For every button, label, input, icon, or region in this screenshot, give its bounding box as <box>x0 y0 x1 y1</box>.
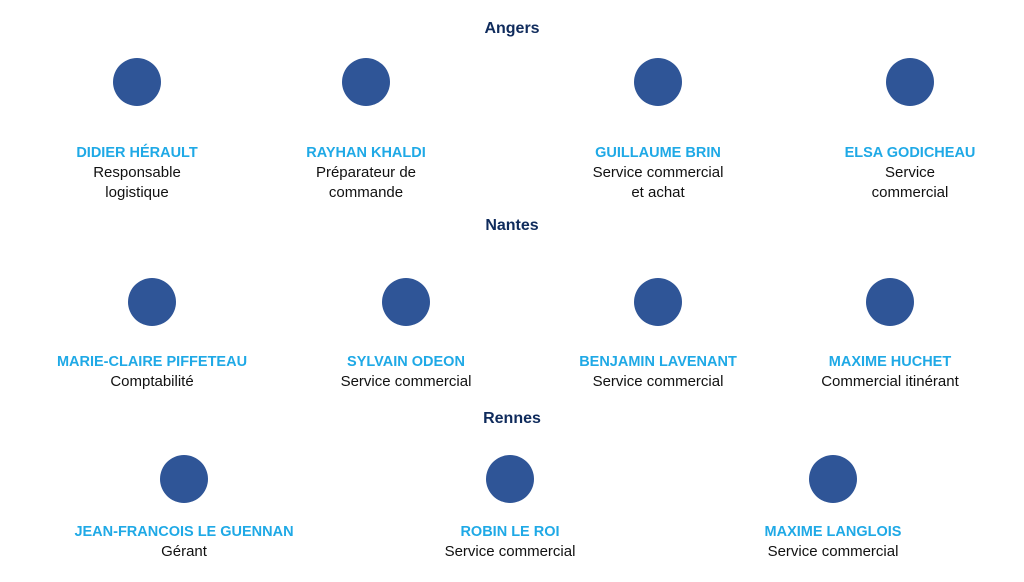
person-name: MAXIME LANGLOIS <box>764 524 902 540</box>
avatar <box>128 278 176 326</box>
person-card-rayhan-khaldi: RAYHAN KHALDI Préparateur de commande <box>246 58 486 203</box>
person-name: DIDIER HÉRAULT <box>76 145 198 161</box>
person-name: SYLVAIN ODEON <box>347 354 465 370</box>
person-card-jean-francois-le-guennan: JEAN-FRANCOIS LE GUENNAN Gérant <box>64 455 304 562</box>
person-role: Service commercial <box>444 543 576 560</box>
person-name: MARIE-CLAIRE PIFFETEAU <box>56 354 248 370</box>
person-role: Service commercial et achat <box>538 163 778 203</box>
person-role-line: et achat <box>631 184 685 201</box>
avatar <box>382 278 430 326</box>
person-card-maxime-langlois: MAXIME LANGLOIS Service commercial <box>713 455 953 562</box>
person-role-line: commercial <box>871 184 949 201</box>
person-role-line: logistique <box>105 184 169 201</box>
person-card-elsa-godicheau: ELSA GODICHEAU Service commercial <box>790 58 1024 203</box>
person-name: JEAN-FRANCOIS LE GUENNAN <box>74 524 294 540</box>
avatar <box>866 278 914 326</box>
person-role-line: Service commercial <box>592 164 724 181</box>
avatar <box>113 58 161 106</box>
person-card-guillaume-brin: GUILLAUME BRIN Service commercial et ach… <box>538 58 778 203</box>
person-card-benjamin-lavenant: BENJAMIN LAVENANT Service commercial <box>538 278 778 392</box>
person-role: Préparateur de commande <box>246 163 486 203</box>
avatar <box>634 278 682 326</box>
person-role: Comptabilité <box>110 373 194 390</box>
avatar <box>634 58 682 106</box>
avatar <box>809 455 857 503</box>
person-name: RAYHAN KHALDI <box>306 145 426 161</box>
person-card-marie-claire-piffeteau: MARIE-CLAIRE PIFFETEAU Comptabilité <box>32 278 272 392</box>
person-role: Service commercial <box>592 373 724 390</box>
person-name: ELSA GODICHEAU <box>844 145 976 161</box>
person-role: Service commercial <box>790 163 1024 203</box>
avatar <box>342 58 390 106</box>
avatar <box>486 455 534 503</box>
avatar <box>160 455 208 503</box>
person-name: MAXIME HUCHET <box>828 354 952 370</box>
person-card-maxime-huchet: MAXIME HUCHET Commercial itinérant <box>770 278 1010 392</box>
section-title-angers: Angers <box>484 20 540 37</box>
person-role-line: Préparateur de <box>315 164 417 181</box>
person-card-robin-le-roi: ROBIN LE ROI Service commercial <box>390 455 630 562</box>
person-name: GUILLAUME BRIN <box>595 145 721 161</box>
avatar <box>886 58 934 106</box>
person-card-didier-herault: DIDIER HÉRAULT Responsable logistique <box>17 58 257 203</box>
person-role: Gérant <box>161 543 207 560</box>
section-title-rennes: Rennes <box>483 410 541 427</box>
person-role-line: Responsable <box>93 164 181 181</box>
person-role: Commercial itinérant <box>821 373 959 390</box>
person-role: Service commercial <box>767 543 899 560</box>
person-role: Service commercial <box>340 373 472 390</box>
person-role-line: commande <box>328 184 404 201</box>
person-name: BENJAMIN LAVENANT <box>579 354 737 370</box>
person-card-sylvain-odeon: SYLVAIN ODEON Service commercial <box>286 278 526 392</box>
person-role: Responsable logistique <box>17 163 257 203</box>
section-title-nantes: Nantes <box>485 217 539 234</box>
person-name: ROBIN LE ROI <box>460 524 560 540</box>
person-role-line: Service <box>884 164 936 181</box>
